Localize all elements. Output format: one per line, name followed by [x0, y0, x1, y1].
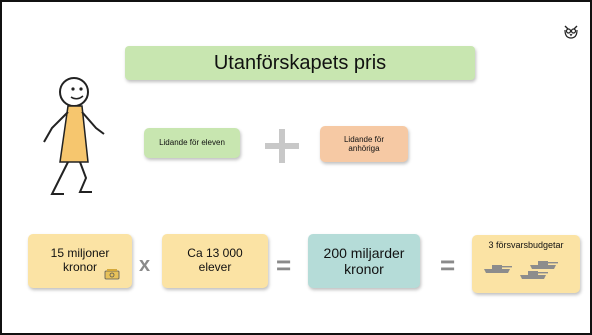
- multiply-sign: x: [139, 254, 151, 276]
- suffering-relatives-label: Lidande för anhöriga: [343, 134, 385, 153]
- students-count-label: Ca 13 000 elever: [187, 246, 243, 274]
- owl-logo-icon: [564, 25, 578, 39]
- equals-sign-1: =: [276, 250, 292, 280]
- total-cost-box: 200 miljarder kronor: [308, 234, 420, 288]
- defense-budgets-box: 3 försvarsbudgetar: [472, 235, 580, 293]
- plus-icon: [265, 129, 299, 163]
- defense-budgets-label: 3 försvarsbudgetar: [488, 240, 564, 250]
- students-count-box: Ca 13 000 elever: [162, 234, 268, 288]
- equals-sign-2: =: [440, 250, 456, 280]
- tank-icon: [484, 261, 558, 279]
- total-cost-label: 200 miljarder kronor: [323, 244, 405, 277]
- money-icon: [104, 269, 120, 280]
- cost-per-student-box: 15 miljoner kronor: [28, 234, 132, 288]
- suffering-relatives-box: Lidande för anhöriga: [320, 126, 408, 162]
- page-title: Utanförskapets pris: [125, 46, 475, 80]
- cost-per-student-label: 15 miljoner kronor: [50, 246, 110, 274]
- suffering-student-label: Lidande för eleven: [159, 138, 225, 148]
- stick-figure-icon: [43, 77, 105, 195]
- suffering-student-box: Lidande för eleven: [144, 128, 240, 158]
